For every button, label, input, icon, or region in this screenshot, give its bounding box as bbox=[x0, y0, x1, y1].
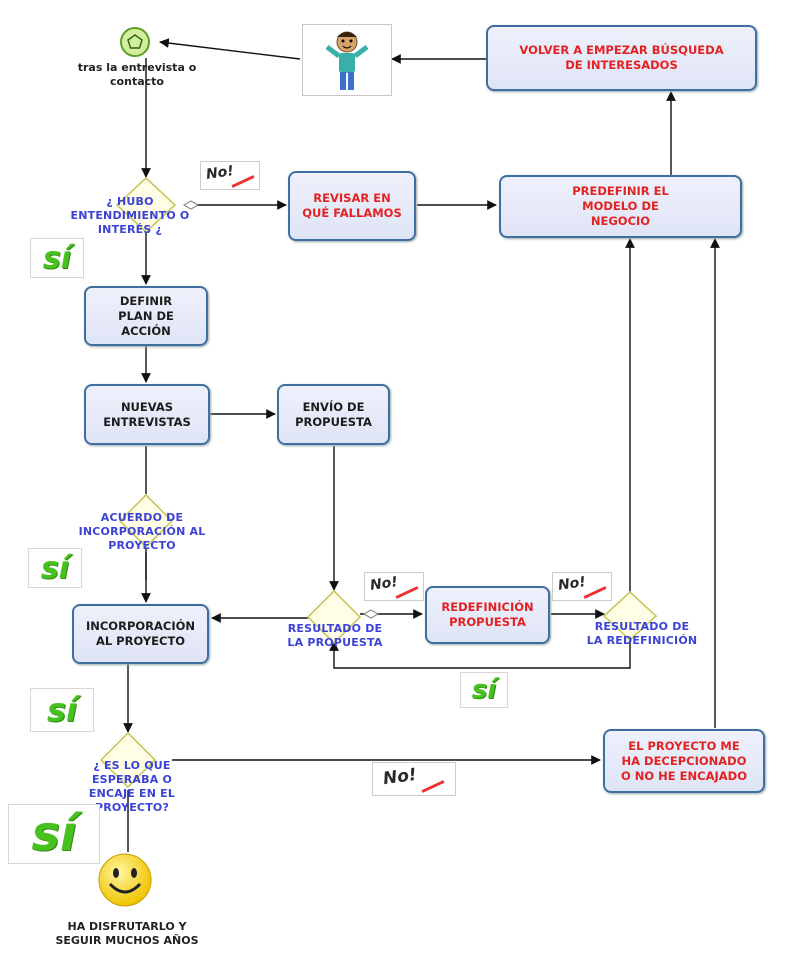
si-stamp: sí bbox=[30, 238, 84, 278]
task-redefinicion-propuesta[interactable]: REDEFINICIÓN PROPUESTA bbox=[425, 586, 550, 644]
pentagon-icon bbox=[127, 34, 143, 49]
task-predefinir-modelo[interactable]: PREDEFINIR EL MODELO DE NEGOCIO bbox=[499, 175, 742, 238]
gateway-acuerdo-shape[interactable] bbox=[118, 493, 174, 549]
gateway-esperaba-shape[interactable] bbox=[99, 731, 157, 789]
smiley-icon bbox=[95, 852, 155, 908]
gateway-entendimiento-shape[interactable] bbox=[115, 176, 177, 234]
si-stamp: sí bbox=[28, 548, 82, 588]
gateway-resultado-label: RESULTADO DE LA PROPUESTA bbox=[287, 622, 383, 649]
task-proyecto-decepcionado[interactable]: EL PROYECTO ME HA DECEPCIONADO O NO HE E… bbox=[603, 729, 765, 793]
task-incorporacion-proyecto[interactable]: INCORPORACIÓN AL PROYECTO bbox=[72, 604, 209, 664]
gateway-resultado-red-shape[interactable] bbox=[602, 590, 658, 642]
no-stamp: No! bbox=[372, 762, 456, 796]
si-stamp: sí bbox=[30, 688, 94, 732]
no-stamp: No! bbox=[552, 572, 612, 601]
start-event-icon bbox=[120, 27, 150, 57]
task-nuevas-entrevistas[interactable]: NUEVAS ENTREVISTAS bbox=[84, 384, 210, 445]
si-stamp: sí bbox=[8, 804, 100, 864]
task-envio-propuesta[interactable]: ENVÍO DE PROPUESTA bbox=[277, 384, 390, 445]
start-label: tras la entrevista o contacto bbox=[77, 61, 197, 88]
gateway-esperaba-label: ¿ ES LO QUE ESPERABA O ENCAJE EN EL PROY… bbox=[88, 759, 176, 814]
no-stamp: No! bbox=[200, 161, 260, 190]
no-stamp: No! bbox=[364, 572, 424, 601]
task-revisar-fallamos[interactable]: REVISAR EN QUÉ FALLAMOS bbox=[288, 171, 416, 241]
end-label: HA DISFRUTARLO Y SEGUIR MUCHOS AÑOS bbox=[55, 920, 199, 947]
si-stamp: sí bbox=[460, 672, 508, 708]
task-volver-a-empezar[interactable]: VOLVER A EMPEZAR BÚSQUEDA DE INTERESADOS bbox=[486, 25, 757, 91]
gateway-resultado-red-label: RESULTADO DE LA REDEFINICIÓN bbox=[586, 620, 698, 647]
person-icon bbox=[302, 24, 392, 96]
gateway-resultado-shape[interactable] bbox=[306, 589, 362, 645]
gateway-acuerdo-label: ACUERDO DE INCORPORACIÓN AL PROYECTO bbox=[78, 511, 206, 552]
task-definir-plan[interactable]: DEFINIR PLAN DE ACCIÓN bbox=[84, 286, 208, 346]
gateway-entendimiento-label: ¿ HUBO ENTENDIMIENTO O INTERÉS ¿ bbox=[70, 195, 190, 236]
